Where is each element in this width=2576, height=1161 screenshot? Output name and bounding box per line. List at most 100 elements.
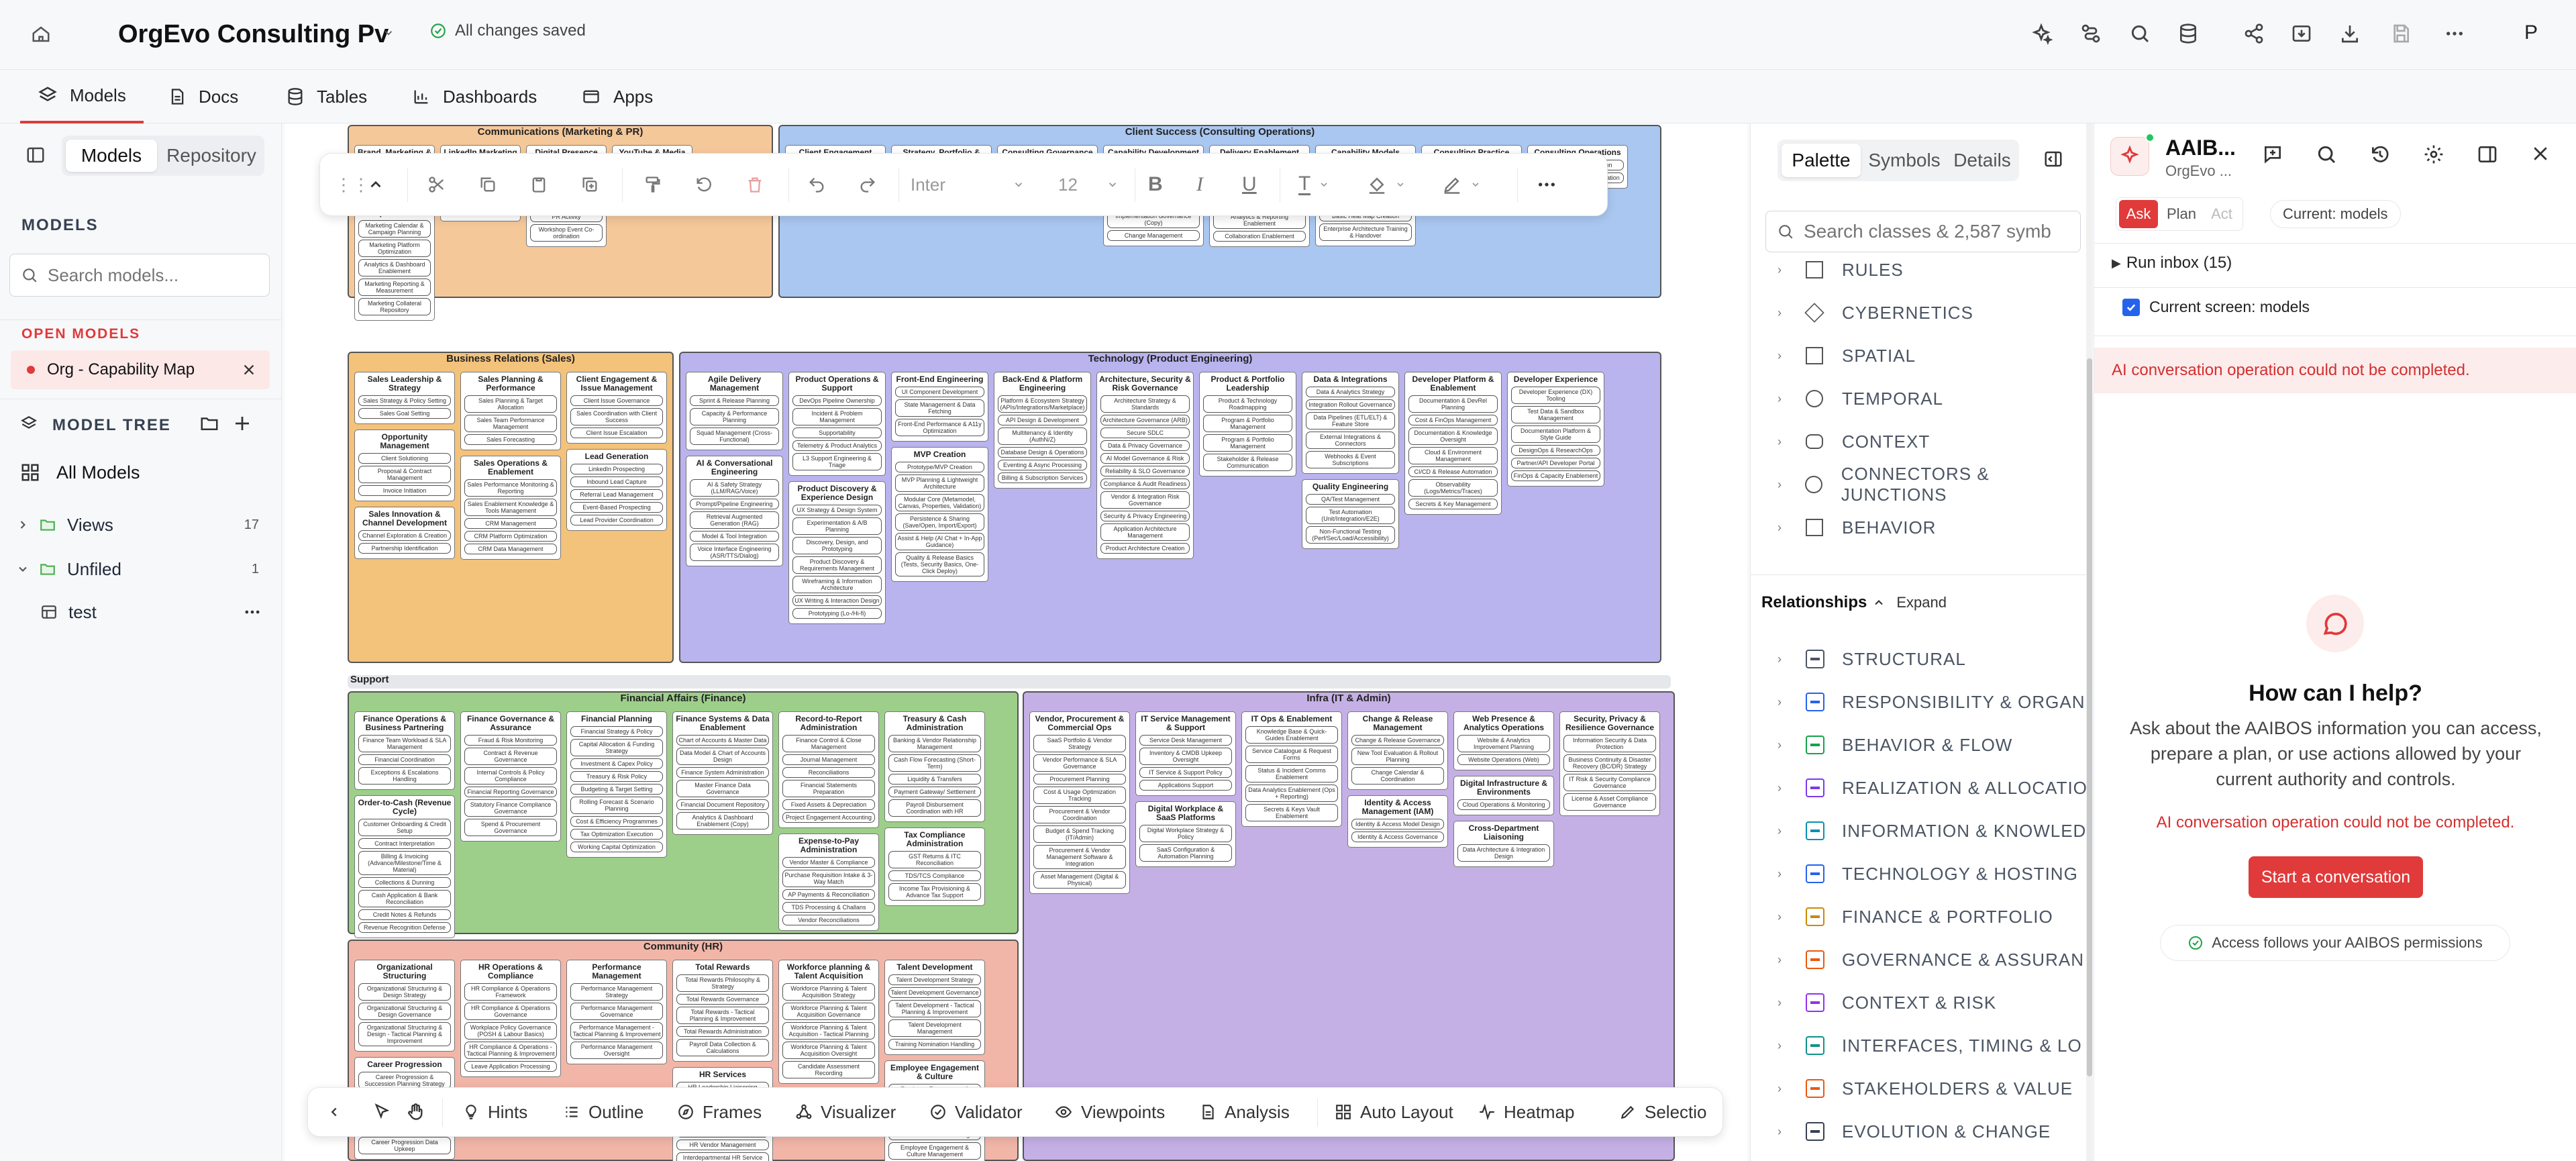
capability-item[interactable]: Documentation Platform & Style Guide: [1511, 425, 1600, 443]
chevron-right-icon[interactable]: ›: [1778, 995, 1782, 1009]
close-icon[interactable]: [2530, 144, 2551, 164]
capability-item[interactable]: Workforce Planning & Talent Acquisition …: [782, 1003, 875, 1020]
hand-icon[interactable]: [406, 1088, 425, 1136]
capability-item[interactable]: Inventory & CMDB Upkeep Oversight: [1139, 748, 1232, 765]
capability-item[interactable]: Interdepartmental HR Service Coordinatio…: [676, 1152, 769, 1161]
capability-item[interactable]: Talent Development Strategy: [888, 974, 981, 985]
bold-icon[interactable]: B: [1148, 173, 1163, 195]
capability-zone[interactable]: Infra (IT & Admin)Vendor, Procurement & …: [1023, 691, 1675, 1161]
capability-item[interactable]: FinOps & Capacity Enablement: [1511, 470, 1600, 481]
capability-item[interactable]: Model & Tool Integration: [690, 531, 779, 542]
capability-item[interactable]: Workforce Planning & Talent Acquisition …: [782, 1022, 875, 1040]
hints-button[interactable]: Hints: [462, 1088, 527, 1136]
chevron-right-icon[interactable]: ›: [1778, 780, 1782, 795]
capability-item[interactable]: Financial Coordination: [358, 754, 451, 765]
outline-button[interactable]: Outline: [563, 1088, 643, 1136]
capability-item[interactable]: Vendor Performance & SLA Governance: [1033, 754, 1126, 772]
capability-item[interactable]: Website & Analytics Improvement Planning: [1457, 735, 1550, 752]
capability-item[interactable]: Organizational Structuring & Design Stra…: [358, 983, 451, 1001]
diagram-canvas[interactable]: Communications (Marketing & PR)Brand, Ma…: [285, 123, 1747, 1161]
capability-item[interactable]: Marketing Collateral Repository: [358, 298, 431, 315]
capability-item[interactable]: Website Operations (Web): [1457, 754, 1550, 765]
capability-item[interactable]: Workforce Planning & Talent Acquisition …: [782, 1042, 875, 1059]
capability-item[interactable]: Career Progression Data Upkeep: [358, 1137, 451, 1154]
capability-item[interactable]: Talent Development - Tactical Planning &…: [888, 1000, 981, 1017]
capability-item[interactable]: Prototype/MVP Creation: [895, 462, 984, 472]
capability-card[interactable]: Marketing OperationsMarketing Calendar &…: [354, 197, 435, 321]
relationship-group-8[interactable]: ›CONTEXT & RISK: [1751, 981, 2093, 1024]
capability-item[interactable]: Service Catalogue & Request Forms: [1245, 746, 1338, 763]
capability-item[interactable]: Workshop Event Co-ordination: [530, 224, 603, 242]
capability-item[interactable]: Applications Support: [1139, 780, 1232, 791]
capability-item[interactable]: Application Architecture Management: [1100, 523, 1190, 541]
capability-item[interactable]: CI/CD & Release Automation: [1408, 466, 1498, 477]
capability-item[interactable]: Cloud Operations & Monitoring: [1457, 799, 1550, 810]
capability-card[interactable]: Identity & Access Management (IAM)Identi…: [1347, 795, 1448, 848]
chevron-right-icon[interactable]: ›: [1778, 652, 1782, 666]
new-folder-icon[interactable]: [199, 413, 220, 434]
share-icon[interactable]: [2243, 23, 2265, 44]
capability-item[interactable]: Front-End Performance & A11y Optimizatio…: [895, 419, 984, 436]
capability-zone[interactable]: Support: [348, 674, 1671, 689]
capability-item[interactable]: Talent Development Governance: [888, 987, 981, 998]
capability-item[interactable]: Sales Goal Setting: [358, 408, 451, 419]
capability-item[interactable]: UX Writing & Interaction Design: [792, 595, 882, 606]
collapse-icon[interactable]: [367, 154, 384, 215]
capability-item[interactable]: Channel Exploration & Creation: [358, 530, 451, 541]
capability-item[interactable]: Fixed Assets & Depreciation: [782, 799, 875, 810]
capability-item[interactable]: Retrieval Augmented Generation (RAG): [690, 511, 779, 529]
search-icon[interactable]: [2129, 23, 2151, 44]
mode-plan[interactable]: Plan: [2166, 205, 2197, 222]
capability-item[interactable]: Sprint & Release Planning: [690, 395, 779, 406]
capability-card[interactable]: Order-to-Cash (Revenue Cycle)Customer On…: [354, 795, 455, 938]
capability-item[interactable]: UI Component Development: [895, 387, 984, 397]
palette-category-temporal[interactable]: ›TEMPORAL: [1751, 377, 2093, 420]
capability-item[interactable]: Cost & FinOps Management: [1408, 415, 1498, 425]
capability-item[interactable]: Billing & Subscription Services: [998, 472, 1087, 483]
capability-item[interactable]: Squad Management (Cross-Functional): [690, 427, 779, 445]
font-family-select[interactable]: Inter: [911, 154, 1025, 215]
capability-item[interactable]: Compliance & Audit Readiness: [1100, 478, 1190, 489]
capability-item[interactable]: Payroll Disbursement Coordination with H…: [888, 799, 981, 817]
capability-item[interactable]: Talent Development Management: [888, 1019, 981, 1037]
capability-item[interactable]: Performance Management Oversight: [570, 1042, 663, 1059]
capability-item[interactable]: Assist & Help (AI Chat + In-App Guidance…: [895, 533, 984, 550]
tab-models[interactable]: Models: [20, 70, 144, 123]
capability-item[interactable]: Fraud & Risk Monitoring: [464, 735, 557, 746]
tree-item-test[interactable]: test: [11, 593, 270, 631]
chevron-right-icon[interactable]: ›: [1778, 738, 1782, 752]
capability-item[interactable]: API Design & Development: [998, 415, 1087, 425]
capability-item[interactable]: Purchase Requisition Intake & 3-Way Matc…: [782, 870, 875, 887]
capability-item[interactable]: Budgeting & Target Setting: [570, 784, 663, 795]
capability-item[interactable]: Persistence & Sharing (Save/Open, Import…: [895, 513, 984, 531]
capability-item[interactable]: Customer Onboarding & Credit Setup: [358, 819, 451, 836]
capability-item[interactable]: Career Progression & Succession Planning…: [358, 1072, 451, 1089]
chevron-right-icon[interactable]: ›: [1778, 262, 1782, 276]
tab-palette[interactable]: Palette: [1782, 144, 1861, 177]
capability-item[interactable]: Reconciliations: [782, 767, 875, 778]
cut-icon[interactable]: [427, 154, 446, 215]
capability-item[interactable]: Tax Optimization Execution: [570, 829, 663, 840]
viewpoints-button[interactable]: Viewpoints: [1054, 1088, 1165, 1136]
capability-item[interactable]: Journal Management: [782, 754, 875, 765]
home-icon[interactable]: [31, 24, 51, 44]
capability-zone[interactable]: Business Relations (Sales)Sales Leadersh…: [348, 352, 674, 663]
capability-item[interactable]: LinkedIn Prospecting: [570, 464, 663, 474]
chevron-right-icon[interactable]: ›: [1778, 391, 1782, 405]
capability-item[interactable]: TDS/TCS Compliance: [888, 870, 981, 881]
pointer-icon[interactable]: [372, 1088, 391, 1136]
capability-item[interactable]: Reliability & SLO Governance: [1100, 466, 1190, 476]
capability-item[interactable]: Multitenancy & Identity (AuthN/Z): [998, 427, 1087, 445]
capability-item[interactable]: Analytics & Dashboard Enablement (Copy): [676, 812, 769, 829]
more-icon[interactable]: [2444, 23, 2465, 44]
capability-item[interactable]: Collections & Dunning: [358, 877, 451, 888]
